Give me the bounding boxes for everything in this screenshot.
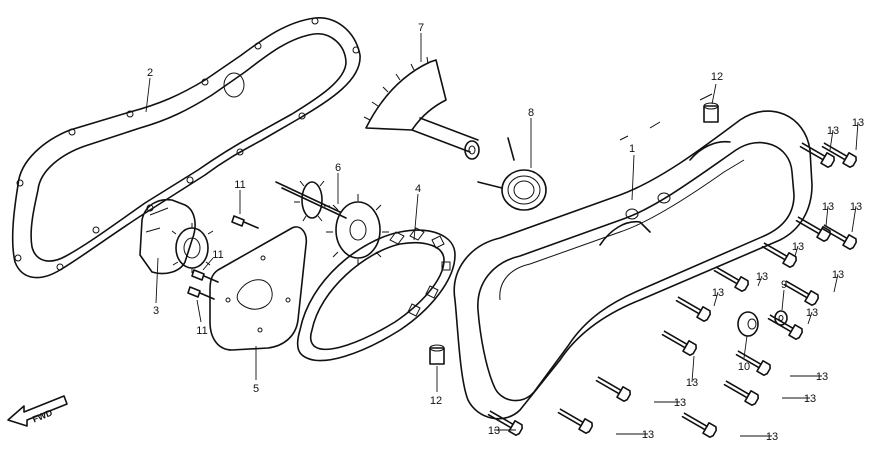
callout-13: 13 [827, 125, 839, 137]
bolt-13 [681, 412, 717, 438]
forward-arrow: FWD [7, 395, 68, 427]
callout-12-top: 12 [711, 71, 723, 83]
leader-13 [807, 311, 813, 325]
seal-part-10 [737, 311, 759, 337]
bolt-13 [713, 266, 749, 292]
fwd-label: FWD [31, 407, 54, 424]
callout-13: 13 [686, 377, 698, 389]
callout-11-bottom: 11 [196, 325, 207, 337]
plate-part-5 [209, 226, 308, 351]
callout-2: 2 [147, 67, 153, 79]
callout-3: 3 [153, 305, 159, 317]
callout-13: 13 [674, 397, 686, 409]
callout-4: 4 [415, 183, 421, 195]
dowels-part-12 [429, 102, 719, 365]
spring-part-8 [477, 137, 547, 211]
callout-12-bottom: 12 [430, 395, 442, 407]
bolts-part-11 [187, 215, 259, 300]
bolt-13 [557, 408, 593, 434]
callout-13: 13 [712, 287, 724, 299]
callout-13: 13 [642, 429, 654, 441]
callout-9: 9 [781, 279, 787, 291]
callout-10: 10 [738, 361, 750, 373]
callout-11-top: 11 [234, 179, 245, 191]
callout-5: 5 [253, 383, 259, 395]
bolt-13 [767, 314, 803, 340]
callout-11-mid: 11 [212, 249, 223, 261]
bolt-13 [661, 330, 697, 356]
sprocket-part-6 [275, 180, 389, 266]
callout-13: 13 [766, 431, 778, 443]
callout-7: 7 [418, 22, 424, 34]
gasket-part-2 [11, 17, 361, 279]
bolt-13 [487, 410, 523, 436]
callout-13: 13 [756, 271, 768, 283]
callout-13: 13 [852, 117, 864, 129]
leader-13 [794, 245, 799, 257]
leader-13 [757, 275, 763, 287]
callout-13: 13 [488, 425, 500, 437]
bolt-13 [795, 216, 831, 242]
leader-13 [691, 355, 695, 383]
leader-13 [855, 121, 859, 151]
callout-13: 13 [850, 201, 862, 213]
bolt-13 [735, 350, 771, 376]
callout-13: 13 [832, 269, 844, 281]
bolt-13 [675, 296, 711, 322]
callout-13: 13 [792, 241, 804, 253]
leader-13 [713, 291, 719, 307]
bolt-13 [821, 224, 857, 250]
callout-1: 1 [629, 143, 635, 155]
callout-13: 13 [816, 371, 828, 383]
gasket-bolt-holes [14, 17, 360, 271]
bolt-13 [761, 242, 797, 268]
leader-13 [833, 273, 839, 293]
bolt-13 [799, 142, 835, 168]
crankcase-cover-part-1 [453, 93, 813, 420]
kick-gear-part-7 [363, 56, 480, 160]
bolt-13 [595, 376, 631, 402]
callout-13: 13 [822, 201, 834, 213]
leader-lines [145, 33, 785, 392]
bolt-13 [723, 380, 759, 406]
bolt-13 [821, 142, 857, 168]
callout-13: 13 [806, 307, 818, 319]
leader-13 [851, 205, 857, 233]
bolt-13 [783, 280, 819, 306]
drive-chain-part-4 [296, 227, 456, 362]
leader-13 [825, 205, 829, 227]
pump-assembly-part-3 [139, 198, 214, 275]
callout-6: 6 [335, 162, 341, 174]
callout-numbers: 1 2 3 4 5 6 7 8 9 10 11 11 11 12 12 [147, 22, 787, 407]
callout-8: 8 [528, 107, 534, 119]
callout-13: 13 [804, 393, 816, 405]
